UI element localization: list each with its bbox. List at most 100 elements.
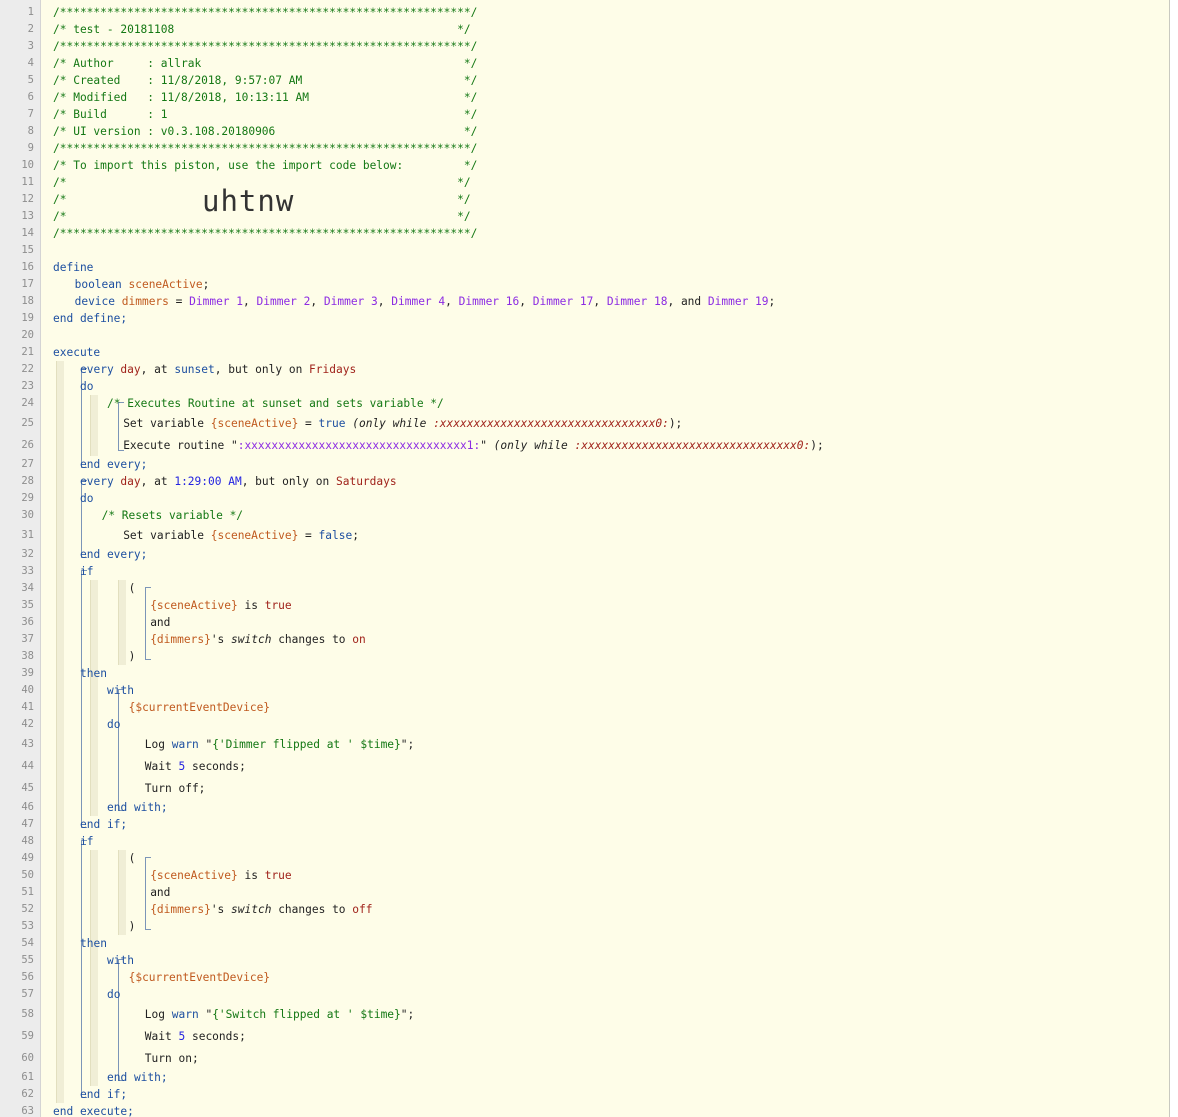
code-line: /* */ [53, 174, 471, 191]
code-line: /***************************************… [53, 4, 477, 21]
line-number: 42 [21, 718, 34, 730]
code-token: Set variable [123, 528, 211, 542]
code-line: /* UI version : v0.3.108.20180906 */ [53, 123, 477, 140]
line-number: 63 [21, 1105, 34, 1117]
code-token: true [318, 416, 346, 430]
code-line: Set variable {sceneActive} = true (only … [123, 415, 682, 432]
code-token: ( [128, 582, 136, 595]
import-code[interactable]: uhtnw [202, 184, 295, 218]
indent-guide [90, 850, 98, 1086]
code-line: /***************************************… [53, 140, 477, 157]
line-number: 9 [27, 142, 34, 154]
line-number: 54 [21, 937, 34, 949]
code-token: sceneActive [128, 278, 203, 291]
code-line: /* Build : 1 */ [53, 106, 477, 123]
code-token: {$currentEventDevice} [128, 701, 271, 714]
code-line: define [53, 259, 93, 276]
code-line: /* Created : 11/8/2018, 9:57:07 AM */ [53, 72, 477, 89]
line-number: 11 [21, 176, 34, 188]
code-token: ); [810, 438, 824, 452]
code-line: /***************************************… [53, 38, 477, 55]
code-token: , but only on [214, 363, 310, 376]
code-token: ) [128, 650, 136, 663]
code-token: {dimmers} [150, 633, 211, 646]
code-token: end with; [107, 801, 168, 814]
line-number: 34 [21, 582, 34, 594]
code-token: Saturdays [335, 475, 397, 488]
code-token: , [377, 295, 392, 308]
line-number: 58 [21, 1007, 34, 1020]
line-number: 29 [21, 492, 34, 504]
code-line: end if; [80, 1086, 127, 1103]
code-token: /***************************************… [53, 142, 478, 155]
code-line: /* */ [53, 208, 471, 225]
line-number-gutter [0, 0, 41, 1117]
code-token: {sceneActive} [210, 528, 299, 542]
code-line: Turn on; [145, 1050, 199, 1067]
line-number: 61 [21, 1071, 34, 1083]
code-token: , at [140, 363, 175, 376]
line-number: 57 [21, 988, 34, 1000]
code-line: {dimmers}'s switch changes to on [150, 631, 366, 648]
line-number: 24 [21, 397, 34, 409]
code-line: end every; [80, 456, 147, 473]
line-number: 30 [21, 509, 34, 521]
code-token: :xxxxxxxxxxxxxxxxxxxxxxxxxxxxxxxx0: [433, 416, 669, 430]
code-token: and [150, 616, 171, 629]
code-line: end define; [53, 310, 127, 327]
code-line: with [107, 682, 134, 699]
code-token: Dimmer 17 [532, 295, 594, 308]
line-number: 33 [21, 565, 34, 577]
line-number: 35 [21, 599, 34, 611]
code-token: if [80, 835, 94, 848]
code-token: every [80, 363, 121, 376]
line-number: 18 [21, 295, 34, 307]
block-bracket [81, 570, 87, 828]
code-token: , [519, 295, 533, 308]
code-token: execute [53, 346, 101, 359]
code-token: day [120, 363, 141, 376]
block-bracket [81, 480, 87, 558]
code-line: end every; [80, 546, 147, 563]
code-token: = [168, 295, 190, 308]
block-bracket [81, 368, 87, 468]
line-number: 56 [21, 971, 34, 983]
code-token: = [298, 528, 319, 542]
code-line: execute [53, 344, 100, 361]
code-line: /* Modified : 11/8/2018, 10:13:11 AM */ [53, 89, 477, 106]
code-token: /***************************************… [53, 40, 478, 53]
code-token: day [120, 475, 141, 488]
code-token: Dimmer 4 [391, 295, 446, 308]
code-token: end every; [80, 548, 148, 561]
code-token: every [80, 475, 121, 488]
code-token: is [237, 599, 265, 612]
line-number: 20 [21, 329, 34, 341]
line-number: 47 [21, 818, 34, 830]
line-number: 16 [21, 261, 34, 273]
line-number: 19 [21, 312, 34, 324]
code-line: and [150, 884, 170, 901]
line-number: 31 [21, 528, 34, 541]
code-token: "; [400, 1007, 415, 1021]
code-line: Log warn "{'Dimmer flipped at ' $time}"; [145, 736, 414, 753]
line-number: 40 [21, 684, 34, 696]
code-line: with [107, 952, 134, 969]
line-number: 38 [21, 650, 34, 662]
code-line: {sceneActive} is true [150, 867, 291, 884]
line-number: 46 [21, 801, 34, 813]
code-line: Wait 5 seconds; [145, 758, 246, 775]
code-token: , [310, 295, 324, 308]
code-token: /* */ [53, 193, 471, 206]
indent-guide [56, 361, 64, 1103]
code-token: Log [144, 737, 172, 751]
code-token: Dimmer 16 [458, 295, 520, 308]
block-bracket [118, 402, 124, 451]
code-line: /* To import this piston, use the import… [53, 157, 477, 174]
code-token: Wait [144, 1029, 179, 1043]
code-token: seconds; [185, 1029, 246, 1043]
code-line: if [80, 833, 93, 850]
code-token: switch [231, 903, 272, 916]
code-token: Turn off; [144, 781, 206, 795]
code-token: /* Executes Routine at sunset and sets v… [107, 397, 444, 410]
code-token: = [298, 416, 319, 430]
